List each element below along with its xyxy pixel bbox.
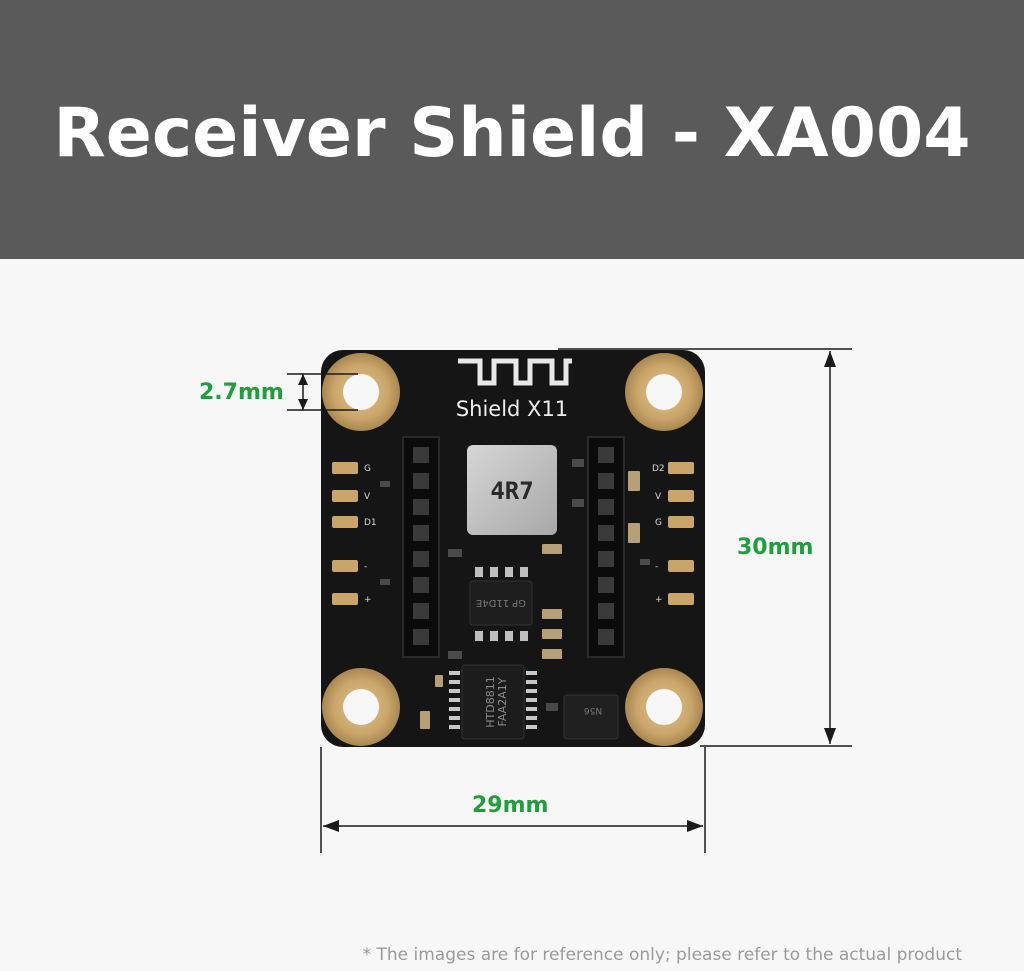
hole-dimension-label: 2.7mm bbox=[199, 380, 284, 405]
silkscreen-text: D2 bbox=[652, 464, 665, 474]
reference-note: * The images are for reference only; ple… bbox=[362, 945, 962, 965]
dimension-lines bbox=[287, 348, 852, 853]
smd-components bbox=[420, 471, 640, 729]
silkscreen-text: HTD8811 bbox=[484, 676, 497, 727]
inductor: 4R7 bbox=[467, 445, 557, 535]
silkscreen-text: + bbox=[655, 595, 663, 605]
motor-driver-chip: HTD8811 FAA2A1Y bbox=[449, 664, 537, 740]
wave-logo-icon bbox=[458, 358, 572, 386]
product-image-area: Shield X11 G V D1 - + D2 V G bbox=[0, 259, 1024, 971]
height-dimension-label: 30mm bbox=[737, 535, 814, 560]
width-dimension-label: 29mm bbox=[472, 793, 549, 818]
silkscreen-text: D1 bbox=[364, 518, 377, 528]
header-banner: Receiver Shield - XA004 bbox=[0, 0, 1024, 259]
right-pad-labels: D2 V G - + bbox=[652, 464, 665, 605]
silkscreen-text: - bbox=[364, 562, 367, 572]
right-pin-header bbox=[587, 436, 625, 658]
left-edge-pads bbox=[332, 462, 358, 605]
mounting-hole-top-right bbox=[625, 353, 703, 431]
silkscreen-text: FAA2A1Y bbox=[496, 677, 509, 726]
silkscreen-text: N56 bbox=[584, 705, 602, 715]
silkscreen-text: V bbox=[655, 492, 662, 502]
mounting-hole-bottom-right bbox=[625, 668, 703, 746]
mounting-hole-bottom-left bbox=[322, 668, 400, 746]
left-pin-header bbox=[402, 436, 440, 658]
sensor-chip: N56 bbox=[563, 694, 619, 740]
page-title: Receiver Shield - XA004 bbox=[53, 94, 971, 173]
right-edge-pads bbox=[668, 462, 694, 605]
pcb-illustration: Shield X11 G V D1 - + D2 V G bbox=[287, 348, 852, 853]
silkscreen-text: G bbox=[364, 464, 371, 474]
silkscreen-text: V bbox=[364, 492, 371, 502]
silkscreen-title: Shield X11 bbox=[456, 397, 568, 421]
left-pad-labels: G V D1 - + bbox=[364, 464, 377, 605]
silkscreen-text: 4R7 bbox=[490, 477, 533, 505]
silkscreen-text: G bbox=[655, 518, 662, 528]
regulator-chip: GP 11D4E bbox=[469, 567, 533, 641]
silkscreen-text: GP 11D4E bbox=[476, 597, 526, 608]
silkscreen-text: + bbox=[364, 595, 372, 605]
silkscreen-text: - bbox=[655, 562, 658, 572]
mounting-hole-top-left bbox=[322, 353, 400, 431]
smd-components-dark bbox=[380, 459, 650, 711]
